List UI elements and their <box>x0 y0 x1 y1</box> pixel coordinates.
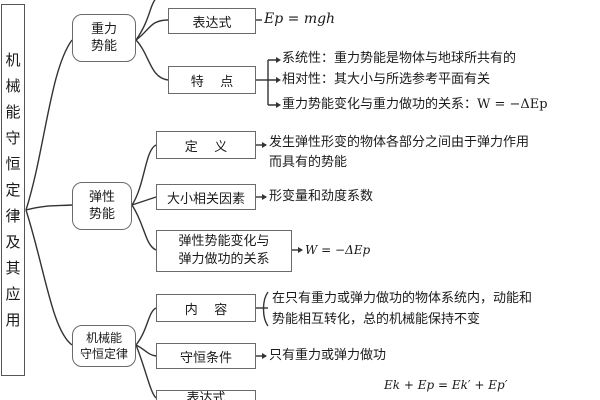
node-label: 大小相关因素 <box>166 191 245 207</box>
detail-conservation-formula: Ek + Ep = Ek′ + Ep′ <box>384 378 508 392</box>
category-label: 机械能 守恒定律 <box>79 331 128 361</box>
node-label: 表达式 <box>192 15 232 31</box>
node-label: 表达式 <box>186 391 226 400</box>
category-label: 重力 势能 <box>90 22 117 54</box>
node-label: 内 容 <box>184 302 228 318</box>
detail-elastic-formula: W = −ΔEp <box>305 243 371 257</box>
detail-relativity: 相对性：其大小与所选参考平面有关 <box>282 72 491 87</box>
node-label: 特 点 <box>190 74 234 90</box>
detail-definition-line1: 发生弹性形变的物体各部分之间由于弹力作用 <box>269 135 530 150</box>
node-characteristics: 特 点 <box>168 66 256 94</box>
node-elastic-work-relation: 弹性势能变化与 弹力做功的关系 <box>156 230 292 272</box>
node-content: 内 容 <box>156 294 256 322</box>
detail-content-line1: 在只有重力或弹力做功的物体系统内，动能和 <box>272 291 533 306</box>
category-gravity-potential: 重力 势能 <box>72 14 136 62</box>
detail-content-line2: 势能相互转化，总的机械能保持不变 <box>272 312 481 327</box>
node-expression-gravity: 表达式 <box>168 8 256 34</box>
detail-definition-line2: 而具有的势能 <box>269 155 348 170</box>
node-conservation-condition: 守恒条件 <box>156 343 256 369</box>
detail-gravity-expression: Ep = mgh <box>264 11 336 27</box>
node-definition: 定 义 <box>156 131 256 159</box>
category-elastic-potential: 弹性 势能 <box>72 182 132 230</box>
detail-systemic: 系统性：重力势能是物体与地球所共有的 <box>282 51 517 66</box>
detail-work-relation: 重力势能变化与重力做功的关系：W = −ΔEp <box>282 97 548 112</box>
category-label: 弹性 势能 <box>88 190 115 222</box>
node-related-factors: 大小相关因素 <box>156 184 256 210</box>
node-label: 弹性势能变化与 弹力做功的关系 <box>178 234 270 267</box>
detail-condition: 只有重力或弹力做功 <box>269 348 387 363</box>
node-expression-conservation: 表达式 <box>156 390 256 400</box>
root-title: 机械能守恒定律及其应用 <box>5 51 21 329</box>
node-label: 守恒条件 <box>179 350 232 366</box>
category-conservation-law: 机械能 守恒定律 <box>72 325 136 367</box>
root-title-box: 机械能守恒定律及其应用 <box>1 4 25 376</box>
detail-factors: 形变量和劲度系数 <box>269 189 374 204</box>
node-label: 定 义 <box>184 139 228 155</box>
